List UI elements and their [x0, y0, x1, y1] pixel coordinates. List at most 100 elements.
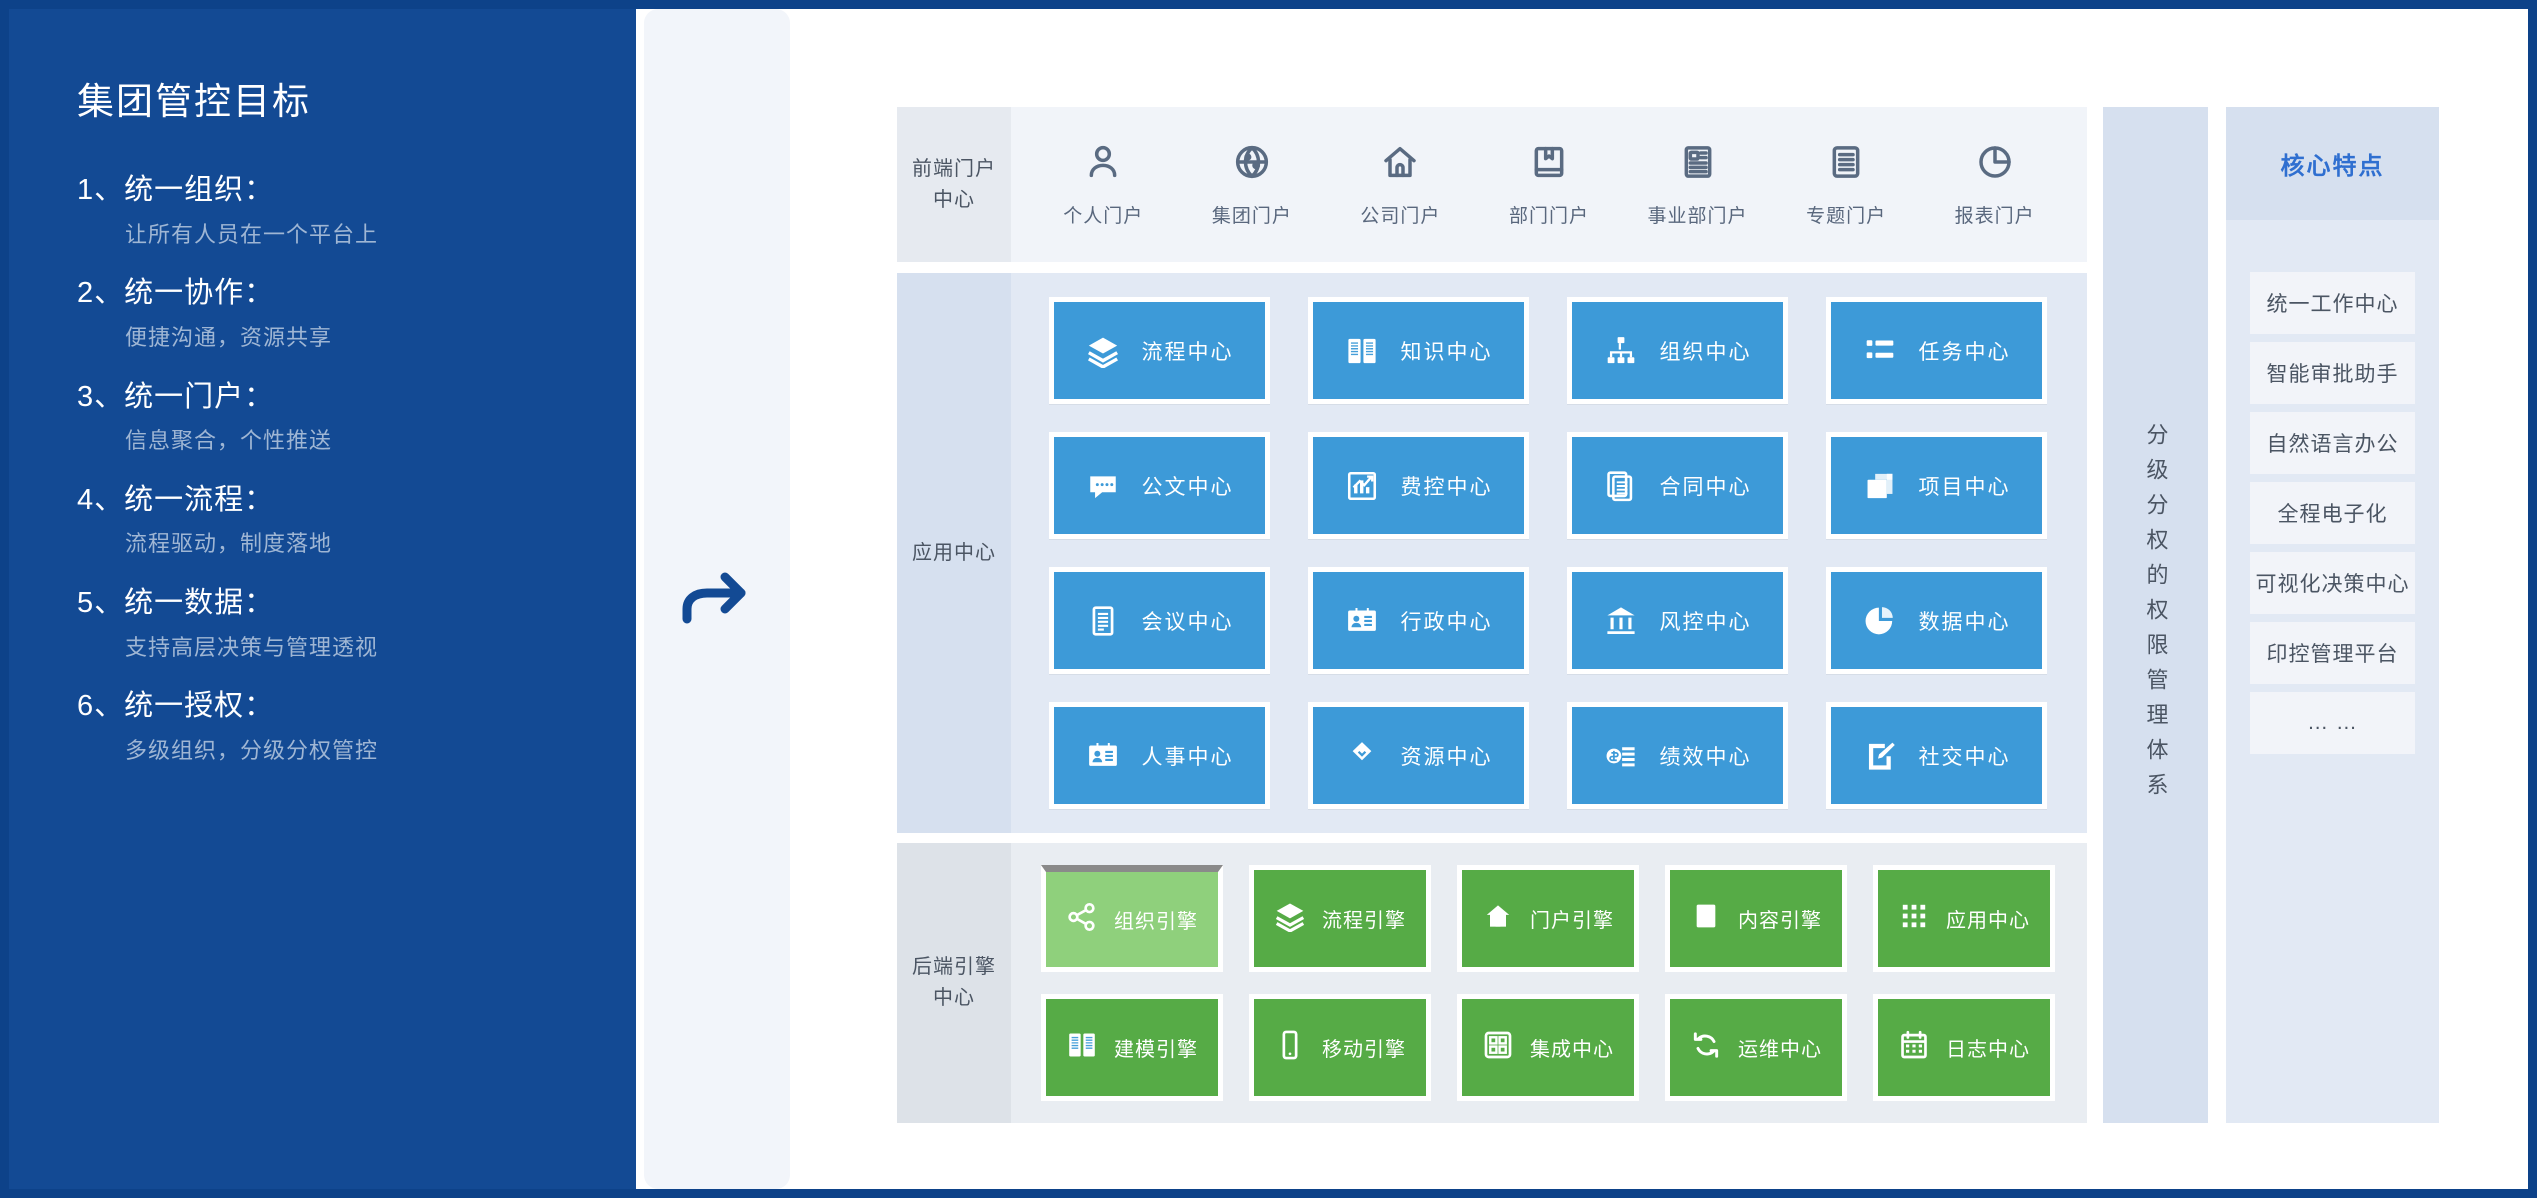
engine-tile-label: 组织引擎 — [1114, 911, 1198, 933]
globe-icon — [1232, 142, 1272, 187]
pie-slice-icon — [1863, 604, 1897, 638]
app-tile-13[interactable]: 人事中心 — [1049, 702, 1270, 809]
windows-stack-icon — [1863, 469, 1897, 503]
portal-item-label: 事业部门户 — [1647, 205, 1748, 227]
portal-item-label: 专题门户 — [1806, 205, 1887, 227]
app-tile-label: 资源中心 — [1400, 745, 1493, 769]
engine-tile-3[interactable]: 门户引擎 — [1457, 865, 1639, 972]
task-list-icon — [1863, 334, 1897, 368]
document-lines-icon — [1086, 604, 1120, 638]
frontend-portal-section: 前端门户中心 个人门户 集团门户公司门户部门门户事业部门户 专题门户 报表门户 — [897, 107, 2087, 262]
frontend-portal-label: 前端门户中心 — [897, 107, 1011, 262]
app-tile-label: 风控中心 — [1659, 610, 1752, 634]
portal-item-7[interactable]: 报表门户 — [1935, 142, 2055, 228]
core-feature-item-5[interactable]: 可视化决策中心 — [2250, 552, 2415, 614]
app-tile-label: 组织中心 — [1659, 340, 1752, 364]
chart-growth-icon — [1345, 469, 1379, 503]
core-feature-item-2[interactable]: 智能审批助手 — [2250, 342, 2415, 404]
engine-tile-label: 应用中心 — [1946, 910, 2030, 932]
goal-subtext: 让所有人员在一个平台上 — [125, 221, 379, 247]
goal-item: 5、统一数据：支持高层决策与管理透视 — [77, 582, 636, 663]
app-tile-16[interactable]: 社交中心 — [1826, 702, 2047, 809]
app-tile-14[interactable]: 资源中心 — [1308, 702, 1529, 809]
app-tile-8[interactable]: 项目中心 — [1826, 432, 2047, 539]
portal-item-2[interactable]: 集团门户 — [1192, 142, 1312, 228]
engine-tile-label: 门户引擎 — [1530, 910, 1614, 932]
portal-item-3[interactable]: 公司门户 — [1340, 142, 1460, 228]
engine-tile-label: 流程引擎 — [1322, 910, 1406, 932]
goal-item: 4、统一流程：流程驱动，制度落地 — [77, 479, 636, 560]
app-tile-label: 会议中心 — [1141, 610, 1234, 634]
app-tile-15[interactable]: 绩效中心 — [1567, 702, 1788, 809]
engine-tile-label: 日志中心 — [1946, 1039, 2030, 1061]
portal-item-1[interactable]: 个人门户 — [1043, 142, 1163, 228]
core-feature-item-6[interactable]: 印控管理平台 — [2250, 622, 2415, 684]
share-nodes-icon — [1066, 901, 1098, 938]
engine-tile-4[interactable]: 内容引擎 — [1665, 865, 1847, 972]
engine-tile-10[interactable]: 日志中心 — [1873, 994, 2055, 1101]
app-tile-5[interactable]: 公文中心 — [1049, 432, 1270, 539]
diamond-layers-icon — [1345, 739, 1379, 773]
app-tile-label: 项目中心 — [1918, 475, 2011, 499]
application-tile-grid: 流程中心 知识中心 组织中心 任务中心公文中心 费控中心 合同中心 项目中心会议中心 行政中心… — [1011, 273, 2087, 833]
app-tile-label: 费控中心 — [1400, 475, 1493, 499]
engine-tile-7[interactable]: 移动引擎 — [1249, 994, 1431, 1101]
open-book-icon — [1066, 1029, 1098, 1066]
core-feature-item-3[interactable]: 自然语言办公 — [2250, 412, 2415, 474]
article-icon — [1690, 900, 1722, 937]
portal-item-6[interactable]: 专题门户 — [1786, 142, 1906, 228]
goal-item: 1、统一组织：让所有人员在一个平台上 — [77, 169, 636, 250]
engine-tile-9[interactable]: 运维中心 — [1665, 994, 1847, 1101]
engine-tile-8[interactable]: 集成中心 — [1457, 994, 1639, 1101]
documents-stack-icon — [1604, 469, 1638, 503]
list-document-icon — [1826, 142, 1866, 187]
portal-item-label: 个人门户 — [1063, 205, 1144, 227]
portal-item-4[interactable]: 部门门户 — [1489, 142, 1609, 228]
engine-tile-6[interactable]: 建模引擎 — [1041, 994, 1223, 1101]
app-tile-3[interactable]: 组织中心 — [1567, 297, 1788, 404]
app-tile-4[interactable]: 任务中心 — [1826, 297, 2047, 404]
application-center-section: 应用中心 流程中心知识中心组织中心任务中心公文中心费控中心合同中心项目中心会议中… — [897, 273, 2087, 833]
app-tile-label: 行政中心 — [1400, 610, 1493, 634]
pie-chart-icon — [1975, 142, 2015, 187]
goal-subtext: 信息聚合，个性推送 — [125, 428, 333, 454]
app-tile-label: 绩效中心 — [1659, 745, 1752, 769]
engine-tile-5[interactable]: 应用中心 — [1873, 865, 2055, 972]
portal-item-list: 个人门户 集团门户公司门户部门门户事业部门户 专题门户 报表门户 — [1011, 107, 2087, 262]
engine-tile-1[interactable]: 组织引擎 — [1041, 865, 1223, 972]
id-card-icon — [1345, 604, 1379, 638]
home-icon — [1482, 900, 1514, 937]
goal-subtext: 支持高层决策与管理透视 — [125, 634, 379, 660]
goal-heading: 3、统一门户： — [77, 380, 275, 413]
edit-pen-icon — [1863, 739, 1897, 773]
app-tile-9[interactable]: 会议中心 — [1049, 567, 1270, 674]
app-tile-label: 流程中心 — [1141, 340, 1234, 364]
engine-tile-2[interactable]: 流程引擎 — [1249, 865, 1431, 972]
engine-tile-label: 移动引擎 — [1322, 1039, 1406, 1061]
engine-tile-grid: 组织引擎 流程引擎 门户引擎 内容引擎 应用中心建模引擎 移动引擎 集成中心 运维中心 日志中心 — [1011, 843, 2087, 1123]
app-tile-7[interactable]: 合同中心 — [1567, 432, 1788, 539]
goal-item: 6、统一授权：多级组织，分级分权管控 — [77, 685, 636, 766]
portal-item-label: 报表门户 — [1954, 205, 2035, 227]
goal-heading: 6、统一授权： — [77, 690, 275, 723]
portal-item-5[interactable]: 事业部门户 — [1638, 142, 1758, 228]
core-feature-item-4[interactable]: 全程电子化 — [2250, 482, 2415, 544]
grid-dots-icon — [1898, 900, 1930, 937]
core-features-title: 核心特点 — [2226, 107, 2439, 220]
article-icon — [1678, 142, 1718, 187]
mobile-icon — [1274, 1029, 1306, 1066]
core-feature-item-1[interactable]: 统一工作中心 — [2250, 272, 2415, 334]
grid-squares-icon — [1482, 1029, 1514, 1066]
core-feature-item-7[interactable]: … … — [2250, 692, 2415, 754]
app-tile-1[interactable]: 流程中心 — [1049, 297, 1270, 404]
app-tile-6[interactable]: 费控中心 — [1308, 432, 1529, 539]
engine-tile-label: 集成中心 — [1530, 1039, 1614, 1061]
app-tile-label: 知识中心 — [1400, 340, 1493, 364]
app-tile-2[interactable]: 知识中心 — [1308, 297, 1529, 404]
app-tile-10[interactable]: 行政中心 — [1308, 567, 1529, 674]
app-tile-12[interactable]: 数据中心 — [1826, 567, 2047, 674]
person-icon — [1083, 142, 1123, 187]
calendar-icon — [1898, 1029, 1930, 1066]
org-chart-icon — [1604, 334, 1638, 368]
app-tile-11[interactable]: 风控中心 — [1567, 567, 1788, 674]
